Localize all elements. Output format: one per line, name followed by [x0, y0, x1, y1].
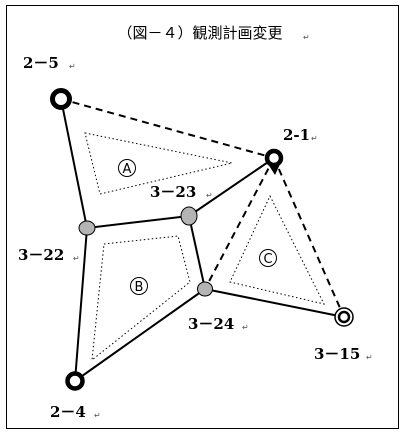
label-2-4: 2－4	[50, 403, 86, 421]
label-3-22: 3－22	[18, 246, 64, 264]
label-2-5: 2－5	[23, 54, 59, 72]
edge-2-5-2-1	[60, 98, 275, 159]
edge-3-22-3-23	[86, 215, 190, 229]
return-mark: ↵	[303, 33, 310, 42]
edge-2-5-3-22	[60, 98, 88, 229]
node-3-22	[78, 220, 96, 236]
return-mark: ↵	[206, 191, 213, 200]
edge-2-1-3-24	[204, 157, 275, 290]
solid-edges	[60, 98, 345, 382]
node-2-1	[264, 148, 284, 168]
node-3-23	[180, 206, 198, 226]
label-3-23: 3－23	[150, 183, 196, 201]
edge-2-1-3-15	[273, 157, 345, 318]
region-b-boundary	[91, 235, 191, 362]
return-mark: ↵	[366, 353, 373, 362]
node-2-4	[65, 371, 85, 391]
region-c-boundary	[229, 194, 325, 305]
diagram-frame	[6, 5, 399, 429]
edge-3-24-3-15	[204, 288, 345, 318]
edge-3-22-2-4	[74, 227, 88, 382]
node-2-5	[50, 88, 72, 110]
region-a-circle	[118, 159, 136, 177]
region-c-label: C	[263, 252, 272, 267]
edge-3-23-3-24	[188, 215, 206, 290]
return-mark: ↵	[73, 254, 80, 263]
edge-3-24-2-4	[74, 288, 206, 382]
return-mark: ↵	[94, 411, 101, 420]
return-mark: ↵	[69, 62, 76, 71]
region-a-boundary	[84, 132, 233, 195]
diagram-title: （図－４）観測計画変更	[117, 24, 282, 42]
region-b-label: B	[135, 280, 144, 295]
return-mark: ↵	[242, 323, 249, 332]
label-3-24: 3－24	[188, 315, 234, 333]
region-a-label: A	[123, 162, 132, 177]
return-mark: ↵	[311, 134, 318, 143]
node-3-15	[334, 307, 354, 327]
label-2-1: 2-1	[283, 126, 310, 144]
region-b-circle	[130, 277, 148, 295]
dashed-edges	[60, 98, 345, 318]
node-3-24	[197, 281, 213, 297]
edge-3-23-2-1	[188, 157, 275, 217]
label-3-15: 3－15	[314, 345, 360, 363]
region-c-circle	[259, 249, 277, 267]
